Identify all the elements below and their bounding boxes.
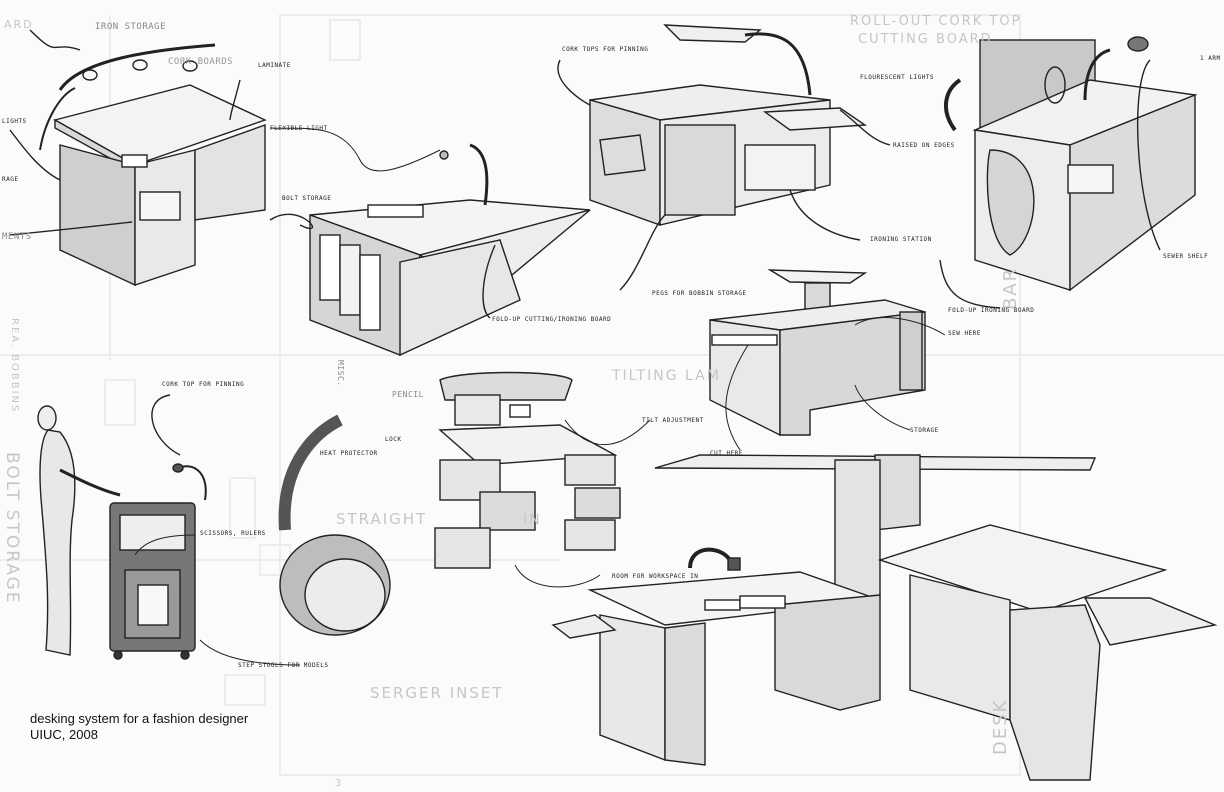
ghost-rea-bobbins: REA. BOBBINS	[9, 318, 20, 414]
label-cork-tops-pinning: CORK TOPS FOR PINNING	[562, 46, 649, 53]
label-cork-top-cart: CORK TOP FOR PINNING	[162, 381, 245, 388]
label-fold-up-cutting: FOLD-UP CUTTING/IRONING BOARD	[492, 316, 612, 323]
ghost-tilting-lamp: TILTING LAM	[612, 368, 721, 384]
label-lock: LOCK	[385, 436, 402, 443]
label-laminate: LAMINATE	[258, 62, 291, 69]
ghost-bar: BAR	[1000, 266, 1021, 310]
caption-title: desking system for a fashion designer	[30, 711, 249, 726]
label-misc: MISC.	[336, 360, 345, 387]
ghost-in: IN	[523, 512, 542, 528]
label-bolt-storage: BOLT STORAGE	[282, 195, 332, 202]
caption-credit: UIUC, 2008	[30, 727, 98, 742]
label-tilt-adjustment: TILT ADJUSTMENT	[642, 417, 704, 424]
label-storage-left: RAGE	[2, 176, 19, 183]
ghost-straight: STRAIGHT	[336, 510, 428, 528]
label-storage-right: STORAGE	[910, 427, 939, 434]
ghost-desk: DESK	[990, 698, 1011, 755]
ghost-serger-inset: SERGER INSET	[370, 684, 504, 702]
ghost-page-number: 3	[335, 778, 344, 789]
label-pegs-bobbin: PEGS FOR BOBBIN STORAGE	[652, 290, 747, 297]
label-flourescent-lights: FLOURESCENT LIGHTS	[860, 74, 935, 81]
label-heat-protector: HEAT PROTECTOR	[320, 450, 378, 457]
label-sewer-shelf: SEWER SHELF	[1163, 253, 1209, 260]
label-ironing-station: IRONING STATION	[870, 236, 932, 243]
label-cut-here: CUT HERE	[710, 450, 743, 457]
label-room-for-workspace: ROOM FOR WORKSPACE IN	[612, 573, 699, 580]
ghost-cutting-board: CUTTING BOARD	[858, 32, 993, 47]
ghost-ard: ARD	[4, 18, 34, 31]
label-fold-up-ironing: FOLD-UP IRONING BOARD	[948, 307, 1035, 314]
label-raised-edges: RAISED ON EDGES	[893, 142, 955, 149]
ghost-roll-out: ROLL-OUT CORK TOP	[850, 14, 1022, 29]
ghost-bolt-storage: BOLT STORAGE	[2, 452, 22, 605]
label-scissors-rulers: SCISSORS, RULERS	[200, 530, 266, 537]
label-lights: LIGHTS	[2, 118, 27, 125]
label-one-arm: 1 ARM	[1200, 55, 1221, 62]
label-flexible-light: FLEXIBLE LIGHT	[270, 125, 328, 132]
label-ments: MENTS	[2, 232, 32, 242]
label-iron-storage: IRON STORAGE	[95, 22, 167, 32]
label-sew-here: SEW HERE	[948, 330, 981, 337]
label-step-stools: STEP STOOLS FOR MODELS	[238, 662, 329, 669]
label-pencil: PENCIL	[392, 390, 424, 399]
label-cork-boards: CORK BOARDS	[168, 57, 234, 67]
